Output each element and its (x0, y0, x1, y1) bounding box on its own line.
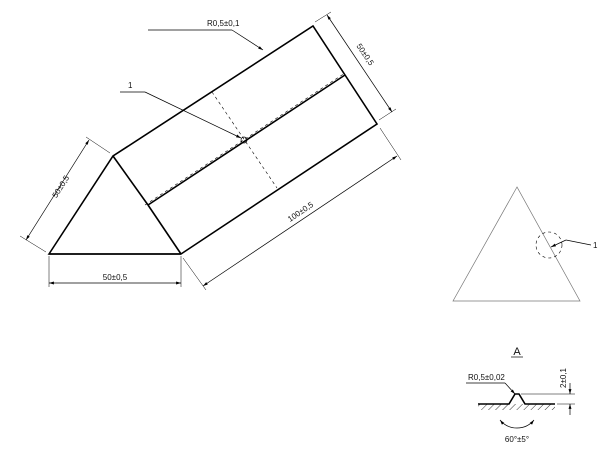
dimension-prism-width: 50±0,5 (355, 42, 376, 68)
isometric-view: 1 R0,5±0,1 50±0,5 100±0,5 50±0,5 50±0,5 (19, 11, 402, 291)
extension-line (85, 136, 111, 154)
dimension-triangle-side: 50±0,5 (51, 173, 72, 199)
leader-line (231, 29, 264, 51)
detail-circle (535, 231, 563, 259)
extension-line (314, 11, 332, 23)
face-centerline (211, 91, 278, 189)
extension-line (379, 127, 402, 161)
extension-line (378, 108, 397, 121)
dimension-line (202, 155, 398, 287)
detail-label: A (513, 346, 521, 358)
extension-line (182, 257, 207, 291)
front-triangle (452, 186, 581, 302)
face-centerline (144, 72, 346, 206)
dimension-triangle-base: 50±0,5 (103, 273, 128, 282)
dimension-detail-radius: R0,5±0,02 (468, 373, 505, 382)
callout-number: 1 (593, 241, 598, 250)
front-view: 1 (452, 186, 598, 302)
leader-line (144, 91, 242, 139)
surface-profile (478, 393, 555, 405)
triangle-face-edge (147, 204, 182, 255)
dimension-radius-top: R0,5±0,1 (207, 19, 240, 28)
leader-line (504, 382, 516, 395)
dimension-line (25, 139, 90, 241)
prism-ridge-edge (147, 74, 346, 206)
leader-line (565, 239, 592, 246)
dimension-line (326, 14, 393, 113)
callout-number: 1 (128, 81, 133, 90)
triangle-face-edge (112, 155, 149, 206)
angle-arc (499, 419, 535, 429)
leader-line (550, 239, 567, 248)
detail-a: A R0,5±0,02 2±0,1 60°±5° (466, 346, 575, 444)
prism-outline (47, 24, 379, 255)
extension-line (19, 235, 47, 253)
hatched-ground (478, 404, 555, 410)
feature-circle (240, 136, 248, 144)
dimension-detail-height: 2±0,1 (559, 367, 568, 388)
dimension-detail-angle: 60°±5° (505, 435, 529, 444)
